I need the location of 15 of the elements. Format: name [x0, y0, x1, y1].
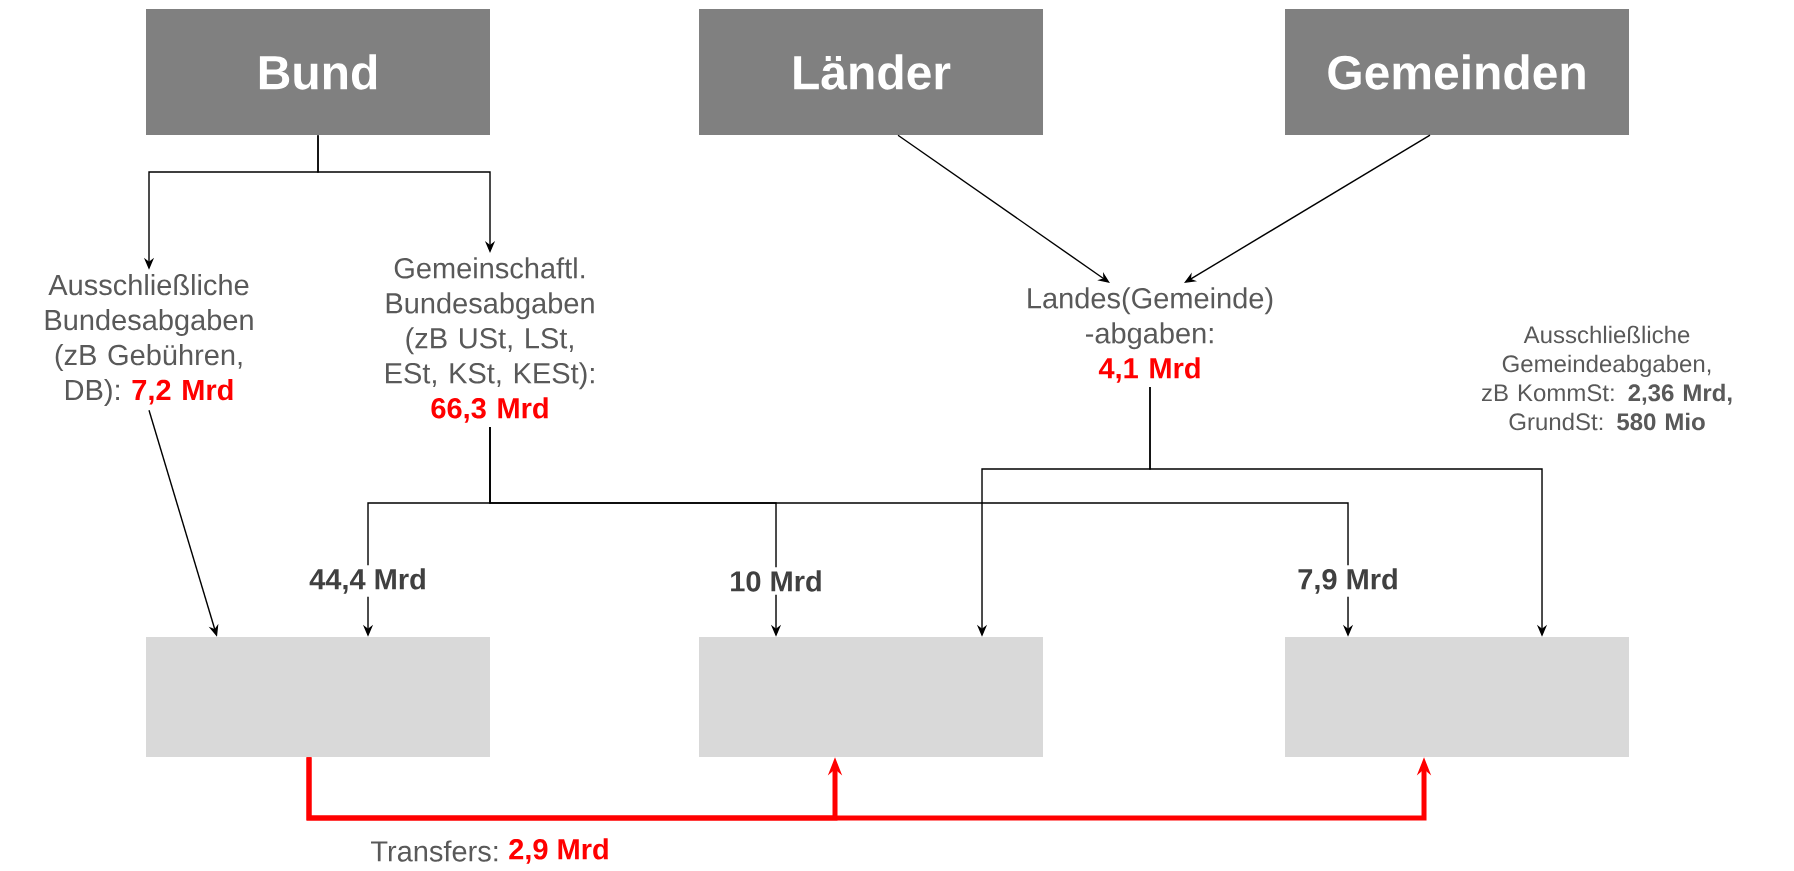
- edge-label: 44,4 Mrd: [309, 568, 425, 594]
- edge-label: 7,9 Mrd: [1298, 568, 1397, 594]
- value-text: 2,9 Mrd: [509, 838, 608, 864]
- heading-box: Länder: [699, 9, 1043, 135]
- tax-text: Landes(Gemeinde) -abgaben: 4,1 Mrd: [1028, 287, 1273, 383]
- empty-box: [699, 637, 1043, 757]
- empty-box: [1285, 637, 1629, 757]
- tax-text: Ausschließliche Bundesabgaben (zB Gebühren, DB): 7,2 Mrd: [45, 274, 253, 406]
- tax-text: Ausschließliche Gemeindeabgaben, zB KommSt: 2,36 Mrd, GrundSt: 580 Mio: [1481, 325, 1732, 431]
- note-text: Transfers:: [371, 840, 498, 862]
- heading-box: Gemeinden: [1285, 9, 1629, 135]
- heading-box: Bund: [146, 9, 490, 135]
- edge-label: 10 Mrd: [731, 570, 821, 592]
- tax-text: Gemeinschaftl. Bundesabgaben (zB USt, LSt, ESt, KSt, KESt): 66,3 Mrd: [386, 257, 594, 423]
- empty-box: [146, 637, 490, 757]
